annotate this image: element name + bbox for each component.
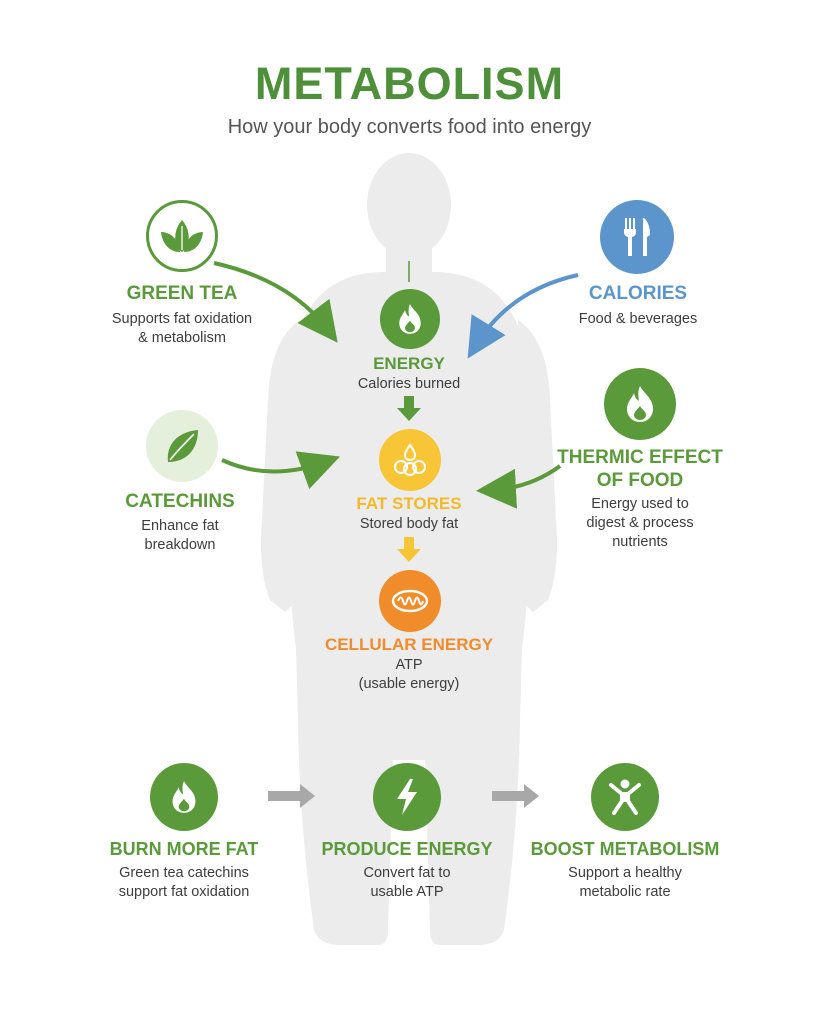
thermic-label-line-1: THERMIC EFFECT [557,447,723,468]
fat-stores-icon-circle [379,429,441,491]
green-tea-desc: Supports fat oxidation & metabolism [82,310,282,348]
energy-desc: Calories burned [357,376,461,392]
benefit-burn-fat-desc-line-2: support fat oxidation [118,884,250,900]
catechins-desc-line-2: breakdown [144,537,216,553]
thermic-desc: Energy used to digest & process nutrient… [540,495,740,552]
cellular-energy-icon-circle [379,570,441,632]
benefit-burn-fat-icon-circle [150,763,218,831]
arrow-catechins-to-fat [221,451,341,489]
energy-icon-circle [380,289,440,349]
benefit-produce-energy-icon-circle [373,763,441,831]
cellular-energy-label: CELLULAR ENERGY [324,635,494,654]
lightning-icon [397,779,417,815]
leaf-icon [167,430,198,462]
arrow-energy-to-fat [397,396,421,421]
thermic-desc-line-1: Energy used to [591,496,689,512]
arrow-thermic-to-fat [476,464,562,509]
energy-label: ENERGY [373,354,445,373]
catechins-icon-circle [146,410,218,482]
arrow-calories-to-energy [467,273,579,359]
benefit-produce-energy-desc-line-2: usable ATP [370,884,444,900]
calories-desc: Food & beverages [538,310,738,329]
thermic-label: THERMIC EFFECT OF FOOD [540,446,740,492]
thermic-desc-line-2: digest & process [586,515,694,531]
benefit-burn-fat-label: BURN MORE FAT [109,839,259,859]
benefit-produce-energy-desc: Convert fat to usable ATP [297,864,517,902]
fat-droplets-icon [394,443,426,476]
mitochondria-icon [391,589,429,613]
benefit-boost-metabolism-desc-line-1: Support a healthy [568,865,682,881]
catechins-desc: Enhance fat breakdown [80,517,280,555]
arrow-green-tea-to-energy [213,261,338,343]
green-tea-label: GREEN TEA [126,283,238,304]
thermic-label-line-2: OF FOOD [596,470,684,491]
benefit-burn-fat-desc: Green tea catechins support fat oxidatio… [74,864,294,902]
green-tea-desc-line-1: Supports fat oxidation [111,311,253,327]
leaves-icon [161,220,203,252]
arrow-benefit-1-to-2 [268,784,315,808]
cellular-energy-desc-line-1: ATP [395,657,423,673]
arrow-fat-to-cellular [397,537,421,562]
flame-icon [172,781,196,813]
benefit-boost-metabolism-desc: Support a healthy metabolic rate [515,864,735,902]
benefit-boost-metabolism-icon-circle [591,763,659,831]
benefit-burn-fat-desc-line-1: Green tea catechins [119,865,249,881]
cellular-energy-desc-line-2: (usable energy) [358,676,460,692]
fork-knife-icon [624,218,650,256]
calories-label: CALORIES [588,283,688,304]
flame-icon [399,304,421,334]
catechins-label: CATECHINS [125,491,235,512]
calories-icon-circle [600,200,674,274]
page-subtitle: How your body converts food into energy [227,116,592,138]
cellular-energy-desc: ATP (usable energy) [309,656,509,694]
page-title: METABOLISM [254,58,565,109]
thermic-icon-circle [604,368,676,440]
thermic-desc-line-3: nutrients [612,534,668,550]
catechins-desc-line-1: Enhance fat [141,518,219,534]
benefit-produce-energy-desc-line-1: Convert fat to [363,865,451,881]
arrow-benefit-2-to-3 [492,784,539,808]
benefit-produce-energy-label: PRODUCE ENERGY [321,839,493,859]
benefit-boost-metabolism-label: BOOST METABOLISM [530,839,720,859]
green-tea-icon-circle [146,200,218,272]
green-tea-desc-line-2: & metabolism [138,330,226,346]
benefit-boost-metabolism-desc-line-2: metabolic rate [579,884,671,900]
fat-stores-desc: Stored body fat [359,516,459,532]
fat-stores-label: FAT STORES [356,494,462,513]
person-active-icon [609,779,641,815]
flame-icon [627,386,653,422]
calories-desc-line-1: Food & beverages [578,311,698,327]
